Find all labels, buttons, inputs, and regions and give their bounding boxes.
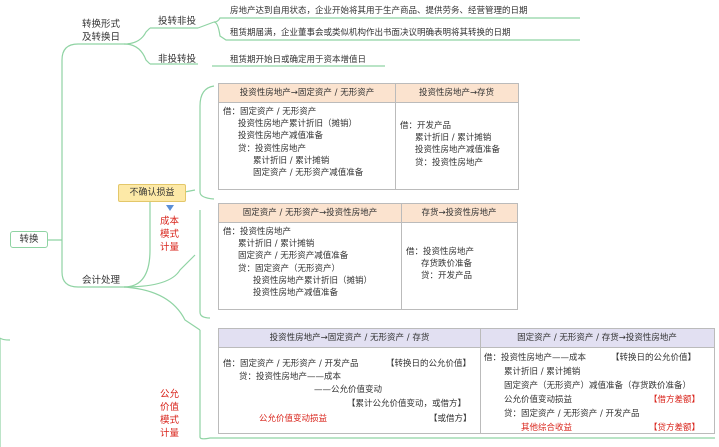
sub2-item-1: 租赁期开始日或确定用于资本增值日 — [230, 55, 367, 65]
branch-accounting-label[interactable]: 会计处理 — [82, 275, 121, 286]
t3r-line3: 固定资产（无形资产）减值准备（存货跌价准备） — [504, 381, 692, 391]
table2-right_lines-line-1: 借：投资性房地产 — [406, 247, 475, 257]
t3r-line1-note: 【转换日的公允价值】 — [611, 353, 697, 363]
table2-left_lines-line-2: 累计折旧 / 累计摊销 — [238, 239, 315, 250]
callout-arrow-icon — [166, 205, 174, 211]
table2-right-body: 借：投资性房地产存货跌价准备贷：开发产品 — [406, 246, 474, 283]
t3r-line1: 借：投资性房地产——成本 — [484, 353, 587, 363]
t3l-line1: 借：固定资产 / 无形资产 / 开发产品 — [223, 359, 359, 369]
t3l-line2: 贷：投资性房地产——成本 — [239, 372, 342, 382]
table1-left_lines-line-2: 投资性房地产累计折旧（摊销） — [238, 119, 358, 130]
cost-model-label-1: 成本 — [160, 216, 180, 227]
table1-right_lines-line-4: 贷：投资性房地产 — [415, 157, 484, 168]
table2-right-header: 存货→投资性房地产 — [401, 204, 517, 223]
table1-left-header: 投资性房地产→固定资产 / 无形资产 — [219, 84, 395, 103]
table2-right_lines-line-2: 存货跌价准备 — [421, 259, 473, 270]
table-cost-noninv-to-inv: 固定资产 / 无形资产→投资性房地产 存货→投资性房地产 借：投资性房地产累计折… — [218, 203, 518, 310]
table2-right_lines-line-3: 贷：开发产品 — [421, 271, 473, 282]
sub-branch-inv-to-noninv[interactable]: 投转非投 — [158, 16, 197, 27]
t3r-line4-note: 【借方差额】 — [649, 395, 701, 405]
table1-left_lines-line-5: 累计折旧 / 累计摊销 — [253, 155, 330, 166]
fair-model-label-1: 公允 — [160, 389, 180, 400]
table2-left_lines-line-5: 投资性房地产累计折旧（摊销） — [253, 275, 373, 286]
fair-model-label-3: 模式 — [160, 415, 180, 426]
table1-right-header: 投资性房地产→存货 — [395, 84, 518, 103]
t3l-line4-note: 【累计公允价值变动，或借方】 — [347, 399, 467, 409]
table1-right_lines-line-1: 借：开发产品 — [400, 121, 452, 131]
table1-left_lines-line-6: 固定资产 / 无形资产减值准备 — [253, 168, 364, 179]
table2-left-header: 固定资产 / 无形资产→投资性房地产 — [219, 204, 401, 223]
table2-left_lines-line-4: 贷：固定资产（无形资产） — [238, 263, 341, 274]
fair-model-label-4: 计量 — [160, 428, 180, 439]
t3l-line5: 公允价值变动损益 — [259, 414, 328, 424]
table1-left_lines-line-1: 借：固定资产 / 无形资产 — [223, 107, 317, 117]
cost-model-label-2: 模式 — [160, 229, 180, 240]
table2-left_lines-line-3: 固定资产 / 无形资产减值准备 — [238, 251, 349, 262]
t3r-line5: 贷：固定资产 / 无形资产 / 开发产品 — [504, 409, 640, 419]
t3l-line5-note: 【或借方】 — [429, 414, 472, 424]
root-node[interactable]: 转换 — [10, 231, 48, 248]
table3-left-header: 投资性房地产→固定资产 / 无形资产 / 存货 — [219, 329, 480, 348]
table-cost-inv-to-noninv: 投资性房地产→固定资产 / 无形资产 投资性房地产→存货 借：固定资产 / 无形… — [218, 83, 519, 190]
t3r-line6: 其他综合收益 — [521, 423, 573, 433]
t3r-line6-note: 【贷方差额】 — [649, 423, 701, 433]
t3r-line4: 公允价值变动损益 — [504, 395, 573, 405]
table2-left-body: 借：投资性房地产累计折旧 / 累计摊销固定资产 / 无形资产减值准备贷：固定资产… — [223, 226, 372, 299]
root-label: 转换 — [19, 234, 39, 245]
sub1-item-1: 房地产达到自用状态，企业开始将其用于生产商品、提供劳务、经营管理的日期 — [230, 6, 528, 16]
cost-model-label-3: 计量 — [160, 242, 180, 253]
table1-left_lines-line-4: 贷：投资性房地产 — [238, 143, 307, 154]
branch-conversion-form-label-line1[interactable]: 转换形式 — [82, 19, 121, 30]
t3l-line3: ——公允价值变动 — [314, 385, 383, 395]
table1-left-body: 借：固定资产 / 无形资产投资性房地产累计折旧（摊销）投资性房地产减值准备贷：投… — [223, 106, 363, 179]
table1-left_lines-line-3: 投资性房地产减值准备 — [238, 131, 324, 142]
sub-branch-noninv-to-inv[interactable]: 非投转投 — [158, 54, 197, 65]
table2-left_lines-line-1: 借：投资性房地产 — [223, 227, 292, 237]
table1-right_lines-line-2: 累计折旧 / 累计摊销 — [415, 133, 492, 144]
branch-conversion-form-label-line2[interactable]: 及转换日 — [82, 32, 121, 43]
table1-right_lines-line-3: 投资性房地产减值准备 — [415, 145, 501, 156]
table-fair-value: 投资性房地产→固定资产 / 无形资产 / 存货 固定资产 / 无形资产 / 存货… — [218, 328, 715, 434]
table2-left_lines-line-6: 投资性房地产减值准备 — [253, 288, 339, 299]
table3-right-header: 固定资产 / 无形资产 / 存货→投资性房地产 — [480, 329, 714, 348]
t3l-line1-note: 【转换日的公允价值】 — [386, 359, 472, 369]
table1-right-body: 借：开发产品累计折旧 / 累计摊销投资性房地产减值准备贷：投资性房地产 — [400, 120, 500, 169]
sub1-item-2: 租赁期届满，企业董事会或类似机构作出书面决议明确表明将其转换的日期 — [230, 28, 511, 38]
callout-no-gain-loss: 不确认损益 — [118, 184, 186, 202]
fair-model-label-2: 价值 — [160, 402, 180, 413]
t3r-line2: 累计折旧 / 累计摊销 — [504, 367, 581, 377]
